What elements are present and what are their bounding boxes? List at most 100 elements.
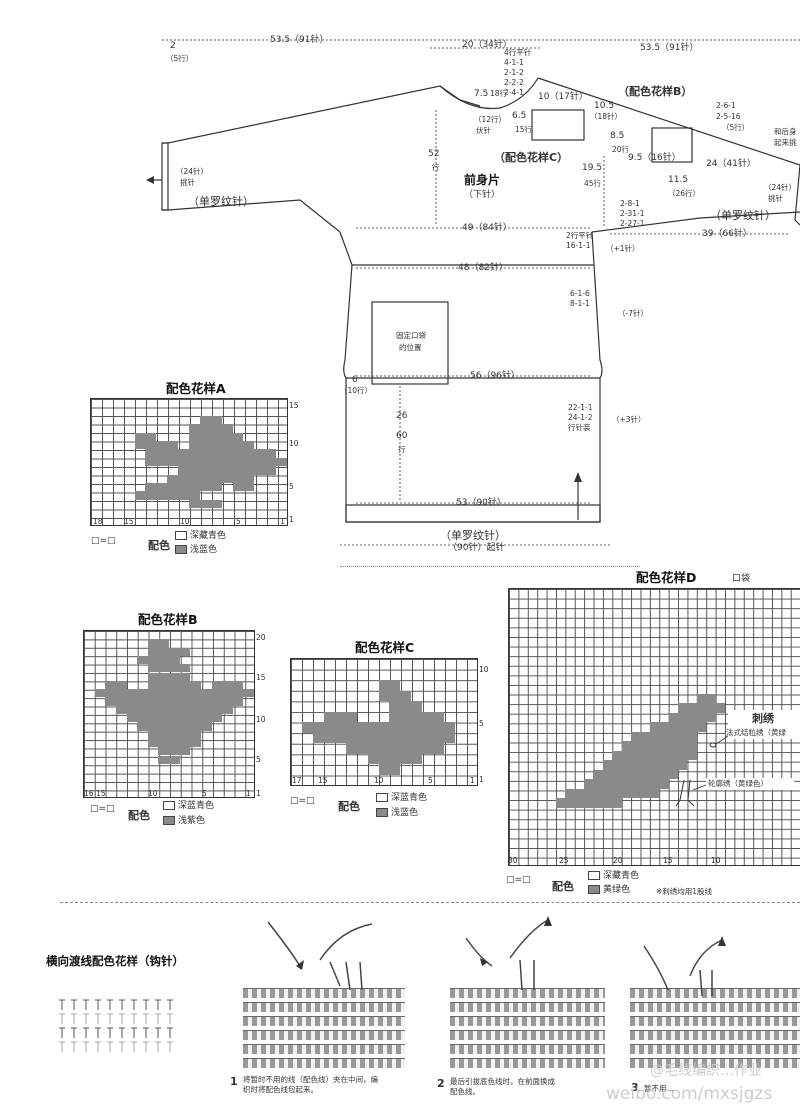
pattern-cell	[147, 680, 201, 690]
chart-a-col-10: 10	[180, 517, 190, 526]
pattern-cell	[584, 779, 669, 789]
chart-b-title: 配色花样B	[138, 612, 198, 627]
neck-dec-0: 4-1-1	[504, 58, 524, 67]
pattern-cell	[378, 680, 401, 691]
chart-b-row-1: 1	[256, 789, 261, 798]
fabric-row	[243, 1058, 405, 1068]
chart-d-col-15: 15	[663, 856, 673, 865]
chart-b-legend-dark: 深蓝青色	[163, 801, 214, 811]
underarm-dec: 16-1-1	[566, 241, 591, 250]
fabric-row	[243, 1030, 405, 1040]
pattern-cell	[94, 689, 254, 698]
pattern-cell	[147, 738, 201, 748]
waist-width: 48（82针）	[458, 263, 508, 273]
chart-d-emb-eye: 法式结粒绣（黄绿	[726, 728, 786, 737]
legend-swatch-gray	[376, 808, 388, 817]
chart-a-row-15: 15	[289, 401, 299, 410]
watermark-line1: @毛线编织…作业	[650, 1063, 762, 1079]
fabric-row	[243, 1002, 405, 1012]
chart-d-legend-dark: 深藏青色	[588, 871, 639, 881]
fabric-row	[450, 988, 605, 998]
pattern-cell	[345, 743, 445, 754]
legend-swatch-gray	[588, 885, 600, 894]
pattern-cell	[134, 432, 157, 441]
neck-bind: 伏针	[476, 126, 491, 135]
chart-c-width: 10（17针）	[538, 92, 588, 102]
chart-b-off-a: 8.5	[610, 131, 625, 141]
pattern-cell	[134, 491, 200, 500]
left-cuff-rows-b: （5行）	[166, 54, 194, 63]
chart-a-grid	[90, 398, 288, 526]
pattern-cell	[147, 647, 191, 656]
chart-c-row-10: 10	[479, 665, 489, 674]
neck-rows-b: （12行）	[474, 115, 507, 124]
side-a: 10.5	[594, 101, 615, 111]
chart-c-legend-light: 浅蓝色	[376, 808, 418, 818]
pattern-cell	[126, 714, 223, 723]
pattern-cell	[134, 441, 179, 450]
chest-width: 49（84针）	[462, 223, 512, 233]
fabric-row	[243, 988, 405, 998]
pattern-cell	[555, 798, 622, 808]
chart-c-col-15: 15	[318, 776, 328, 785]
pattern-cell	[145, 457, 287, 467]
pattern-cell	[158, 755, 180, 764]
pattern-cell	[105, 697, 244, 706]
top-left-width: 53.5（91针）	[270, 35, 329, 45]
chart-c-grid	[290, 658, 478, 786]
right-cuff-pick: 挑针	[768, 194, 783, 203]
pattern-cell	[602, 760, 688, 770]
lower-length-b: 60	[396, 431, 408, 441]
pocket-label-b: 的位置	[399, 343, 422, 352]
chart-b-row-15: 15	[256, 673, 266, 682]
pattern-cell	[389, 701, 423, 712]
pattern-cell	[378, 690, 412, 701]
left-cuff-rib: （单罗纹针）	[188, 195, 254, 208]
chart-d-emb-legs: 轮廓绣（黄绿色）	[708, 779, 768, 788]
hip-side-b: （10行）	[340, 386, 373, 395]
hip-width: 56（96针）	[470, 371, 520, 381]
pattern-cell	[145, 449, 277, 458]
chart-b-row-10: 10	[256, 715, 266, 724]
chart-d-emb-title: 刺绣	[752, 712, 774, 725]
neck-depth-a: 7.5	[474, 89, 489, 99]
neck-dec-2: 2-2-2	[504, 78, 524, 87]
fabric-row	[630, 1016, 800, 1026]
pattern-cell	[312, 732, 456, 743]
hem-width: 53（90针）	[456, 498, 506, 508]
chart-b-legend-key: □=□	[90, 804, 115, 814]
left-cuff-st: （24针）	[176, 167, 209, 176]
armhole-dec-2: 2-27-1	[620, 219, 645, 228]
pattern-cell	[612, 750, 697, 761]
left-cuff-pick: 挑针	[180, 178, 195, 187]
lower-plus: （+3针）	[612, 415, 646, 424]
step-2-text: 最后引拔底色线时，在前面换成配色线。	[450, 1077, 555, 1096]
chart-b-col-5: 5	[202, 789, 207, 798]
top-mid-width: 20（34针）	[462, 40, 512, 50]
pattern-cell	[668, 712, 716, 723]
right-sleeve-width: 39（66针）	[702, 229, 752, 239]
chart-d-col-20: 20	[613, 856, 623, 865]
pattern-cell	[147, 639, 169, 648]
fabric-row	[450, 1044, 605, 1054]
underarm-rows: 2行平针	[566, 231, 594, 240]
right-note-b: 起来挑	[774, 138, 797, 147]
lower-inc-2: 行针装	[568, 423, 591, 432]
step-3-num: 3	[631, 1081, 639, 1094]
legend-label: 深蓝青色	[178, 801, 215, 811]
neck-dec-1: 2-1-2	[504, 68, 524, 77]
chart-c-ref: （配色花样C）	[494, 151, 569, 164]
chart-b-col-16: 16	[84, 789, 94, 798]
waist-dec-1: 8-1-1	[570, 299, 590, 308]
pattern-cell	[211, 680, 244, 690]
chart-a-col-18: 18	[93, 517, 103, 526]
chart-a-col-15: 15	[124, 517, 134, 526]
pattern-cell	[593, 769, 678, 780]
hem-rib: （单罗纹针）	[440, 529, 506, 542]
chart-c-col-17: 17	[292, 776, 302, 785]
body-name: 前身片	[464, 173, 501, 187]
chart-c-row-1: 1	[479, 775, 484, 784]
fabric-row	[450, 1002, 605, 1012]
